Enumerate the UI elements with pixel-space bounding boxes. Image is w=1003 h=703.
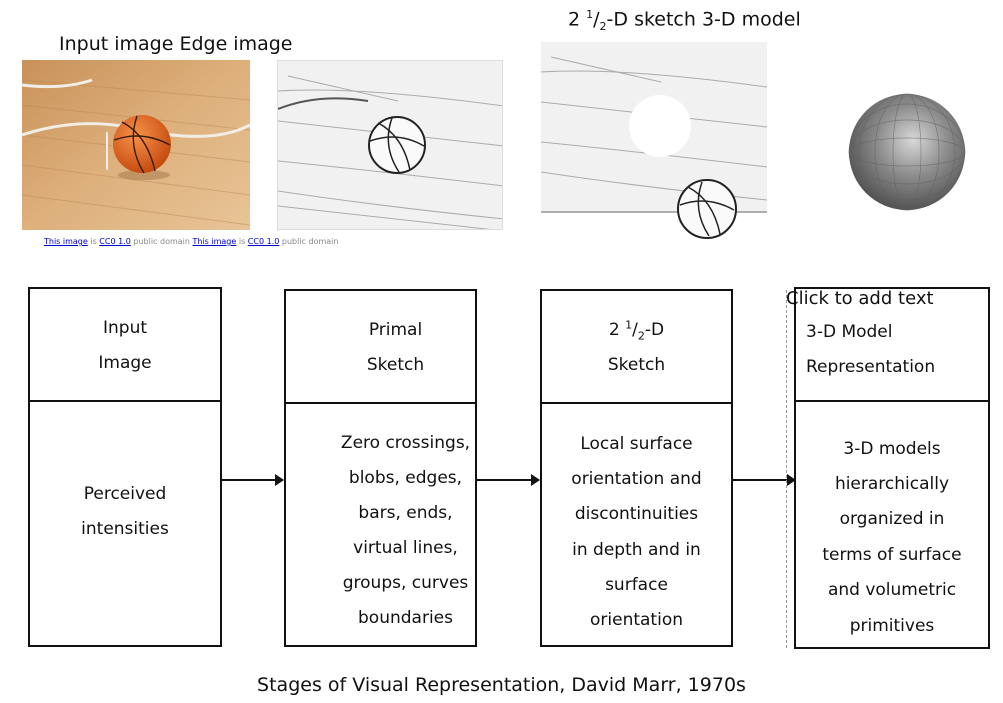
stage-2-5d-desc-5: surface [605,575,668,595]
stage-2-5d-desc-2: orientation and [571,469,702,489]
stage-3d-head: 3-D Model Representation [796,289,988,402]
input-photo [22,60,250,230]
sphere-model [845,92,970,214]
stage-primal-title-1: Primal [368,320,423,340]
stage-3d-desc-2: hierarchically [834,474,950,494]
stage-primal-desc-2: blobs, edges, [348,468,463,488]
stage-2-5d-sketch: 2 1/2-D Sketch Local surface orientation… [540,289,733,647]
stage-3d-desc-4: terms of surface [822,545,962,565]
stage-input-image-body: Perceived intensities [30,402,220,645]
stage-3d-desc-3: organized in [839,509,945,529]
stage-input-title-1: Input [102,318,148,338]
stage-primal-desc-1: Zero crossings, [340,433,471,453]
stage-3d-desc-1: 3-D models [843,439,941,459]
stage-input-image-head: Input Image [30,289,220,402]
sketch-image [541,42,767,242]
stage-primal-title-2: Sketch [366,355,425,375]
diagram-caption: Stages of Visual Representation, David M… [257,674,746,696]
stage-3d-body: 3-D models hierarchically organized in t… [796,402,988,647]
stage-2-5d-desc-4: in depth and in [572,540,701,560]
stage-input-desc-2: intensities [81,519,169,539]
stage-3d-title-1: 3-D Model [806,322,893,342]
stage-primal-desc-3: bars, ends, [358,503,453,523]
edge-image [277,60,503,230]
stage-3d-title-2: Representation [806,357,936,377]
stage-2-5d-title-2: Sketch [607,355,666,375]
stage-2-5d-desc-3: discontinuities [574,504,699,524]
stage-3d-model: 3-D Model Representation 3-D models hier… [794,287,990,649]
stage-primal-desc-6: boundaries [358,608,453,628]
stage-input-image: Input Image Perceived intensities [28,287,222,647]
stage-2-5d-title-1: 2 1/2-D [608,318,665,343]
stage-input-title-2: Image [98,353,152,373]
stage-2-5d-desc-1: Local surface [580,434,693,454]
click-to-add-text-placeholder[interactable]: Click to add text [786,288,934,309]
arrow-2 [477,474,540,486]
credit-link-1[interactable]: This image [44,237,88,246]
stage-primal-sketch: Primal Sketch Zero crossings, blobs, edg… [284,289,477,647]
stage-primal-head: Primal Sketch [286,291,475,404]
stage-3d-desc-6: primitives [849,616,935,636]
sketch-model-label: 2 1/2-D sketch 3-D model [568,8,801,34]
stage-3d-desc-5: and volumetric [827,580,957,600]
stage-2-5d-body: Local surface orientation and discontinu… [542,404,731,645]
placeholder-frame-edge [786,290,787,648]
input-edge-label: Input image Edge image [59,33,293,55]
credit-license-1[interactable]: CC0 1.0 [99,237,131,246]
image-credits: This image is CC0 1.0 public domain This… [44,237,339,246]
stage-input-desc-1: Perceived [83,484,167,504]
stage-primal-desc-4: virtual lines, [353,538,458,558]
arrow-1 [222,474,284,486]
credit-license-2[interactable]: CC0 1.0 [247,237,280,246]
stage-primal-desc-5: groups, curves [342,573,469,593]
stage-2-5d-desc-6: orientation [590,610,683,630]
arrow-3 [733,474,796,486]
stage-2-5d-head: 2 1/2-D Sketch [542,291,731,404]
credit-link-2[interactable]: This image [192,237,237,246]
stage-primal-body: Zero crossings, blobs, edges, bars, ends… [286,404,475,645]
